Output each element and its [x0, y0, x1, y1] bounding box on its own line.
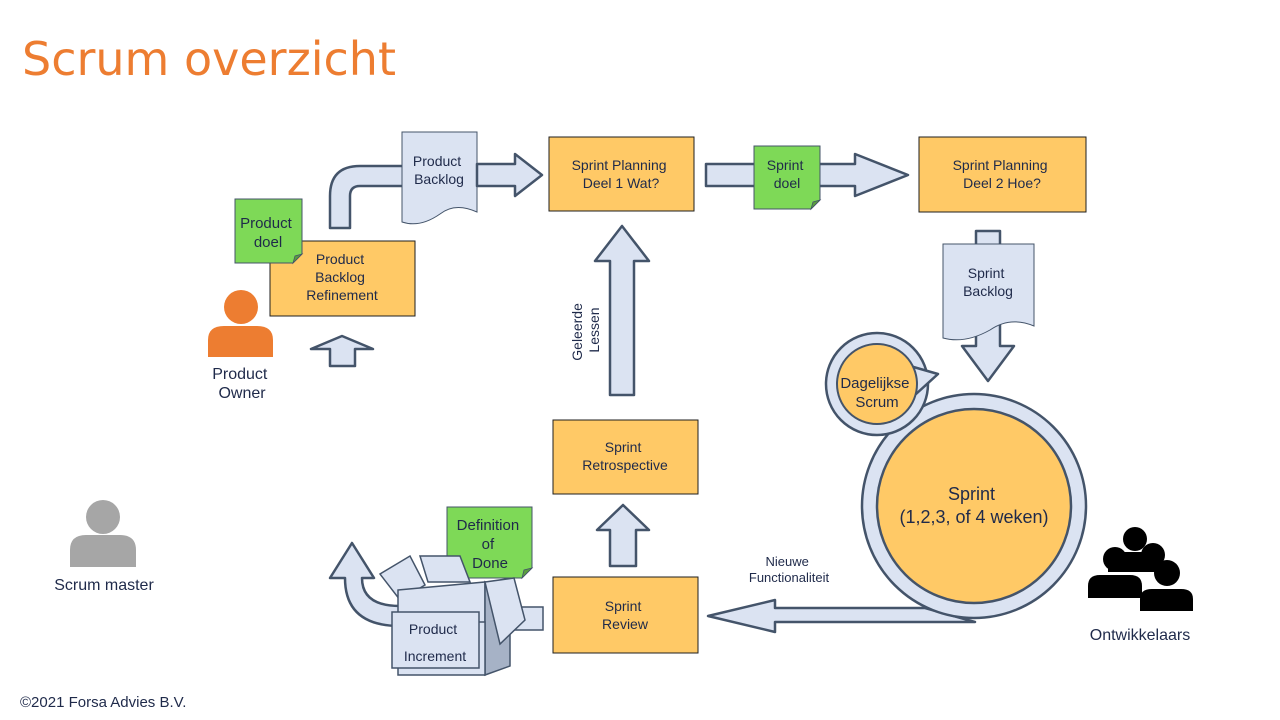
sprint-label: Sprint (1,2,3, of 4 weken) [899, 484, 1048, 527]
sprint-retrospective-box [552, 419, 699, 495]
sprint-backlog-document [942, 243, 1035, 341]
open-box-icon [378, 554, 544, 677]
sprint-review-box [552, 576, 699, 654]
daily-scrum-circle [836, 343, 918, 425]
sprint-planning-1-label: Sprint Planning Deel 1 Wat? [572, 157, 671, 191]
arrow-review-to-retrospective [595, 503, 651, 568]
daily-scrum-label: Dagelijkse Scrum [840, 375, 913, 411]
sprint-planning-1-box [548, 136, 695, 212]
scrum-master-person-icon [70, 500, 136, 567]
backlog-refinement-label: Product Backlog Refinement [306, 251, 378, 303]
sprint-planning-2-box [918, 136, 1087, 213]
arrow-backlog-to-sprint-planning-1 [475, 152, 544, 198]
product-backlog-label: Product Backlog [413, 153, 465, 187]
arrow-retrospective-to-sprint-planning-1 [593, 224, 651, 397]
product-goal-label: Product doel [240, 215, 296, 251]
developers-label: Ontwikkelaars [1090, 627, 1190, 644]
scrum-master-label: Scrum master [54, 577, 154, 594]
sprint-review-label: Sprint Review [602, 598, 649, 632]
page-title: Scrum overzicht [22, 32, 396, 86]
copyright-footer: ©2021 Forsa Advies B.V. [20, 694, 187, 711]
new-functionality-label: Nieuwe Functionaliteit [749, 554, 830, 585]
sprint-backlog-label: Sprint Backlog [963, 265, 1013, 299]
lessons-learned-label: Geleerde Lessen [569, 299, 602, 360]
arrow-sprint-to-review [706, 598, 977, 634]
product-owner-label: Product Owner [212, 366, 272, 402]
product-owner-person-icon [208, 290, 273, 357]
sprint-circle [875, 407, 1073, 605]
sprint-retrospective-label: Sprint Retrospective [582, 439, 668, 473]
arrow-up-into-refinement [309, 334, 375, 368]
developers-group-icon [1088, 527, 1193, 611]
curved-arrow-increment-out [328, 541, 402, 628]
definition-of-done-label: Definition of Done [457, 517, 524, 572]
sprint-planning-2-label: Sprint Planning Deel 2 Hoe? [953, 157, 1052, 191]
sprint-goal-label: Sprint doel [767, 157, 807, 191]
increment-label: Product Increment [404, 621, 466, 664]
product-backlog-document [401, 131, 478, 225]
